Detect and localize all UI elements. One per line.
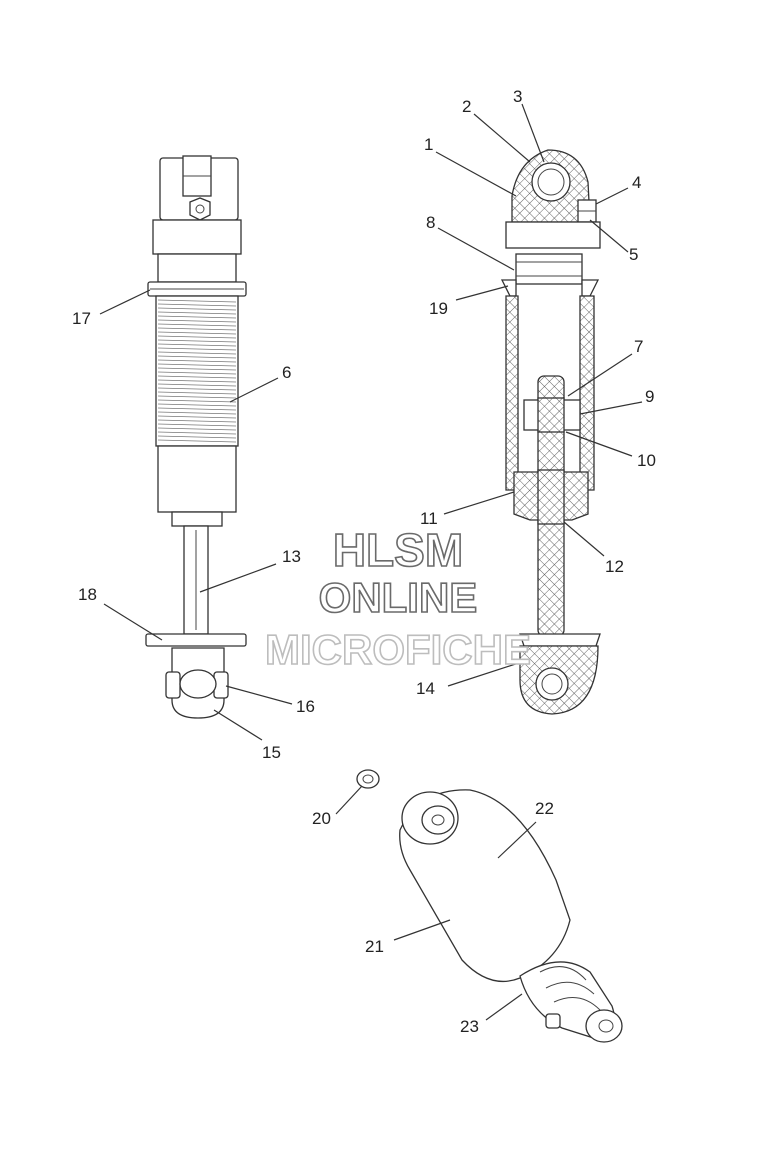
thread-line: [157, 371, 237, 375]
thread-line: [157, 439, 237, 443]
callout-15: 15: [262, 743, 281, 762]
callout-11: 11: [420, 509, 438, 528]
thread-line: [157, 403, 237, 407]
watermark-line-1: HLSM: [333, 524, 463, 576]
thread-line: [157, 395, 237, 399]
thread-line: [157, 435, 237, 439]
thread-line: [157, 375, 237, 379]
callout-6: 6: [282, 363, 291, 382]
thread-line: [157, 399, 237, 403]
thread-line: [157, 351, 237, 355]
thread-line: [157, 391, 237, 395]
thread-line: [157, 363, 237, 367]
thread-line: [157, 423, 237, 427]
callout-14: 14: [416, 679, 435, 698]
watermark: HLSM ONLINE MICROFICHE: [264, 523, 532, 674]
thread-line: [157, 327, 237, 331]
callout-19: 19: [429, 299, 448, 318]
callout-8: 8: [426, 213, 435, 232]
callout-3: 3: [513, 87, 522, 106]
thread-line: [157, 339, 237, 343]
thread-line: [157, 347, 237, 351]
callout-9: 9: [645, 387, 654, 406]
callout-13: 13: [282, 547, 301, 566]
thread-line: [157, 427, 237, 431]
callout-21: 21: [365, 937, 384, 956]
callout-22: 22: [535, 799, 554, 818]
thread-line: [157, 431, 237, 435]
callout-labels: 1 2 3 4 5 6 7 8 9 10 11 12 13 14 15 16 1…: [72, 87, 656, 1036]
thread-line: [157, 383, 237, 387]
callout-18: 18: [78, 585, 97, 604]
callout-4: 4: [632, 173, 641, 192]
callout-20: 20: [312, 809, 331, 828]
thread-line: [157, 335, 237, 339]
thread-line: [157, 359, 237, 363]
thread-line: [157, 323, 237, 327]
thread-line: [157, 367, 237, 371]
thread-line: [157, 407, 237, 411]
thread-line: [157, 419, 237, 423]
thread-line: [157, 311, 237, 315]
thread-line: [157, 411, 237, 415]
thread-line: [157, 379, 237, 383]
callout-10: 10: [637, 451, 656, 470]
thread-line: [157, 331, 237, 335]
thread-line: [157, 319, 237, 323]
leader-lines: [99, 103, 643, 1021]
watermark-line-2: ONLINE: [319, 574, 478, 621]
thread-line: [157, 387, 237, 391]
callout-17: 17: [72, 309, 91, 328]
watermark-line-3: MICROFICHE: [265, 626, 531, 673]
callout-7: 7: [634, 337, 643, 356]
right-shock-cutaway: [500, 149, 601, 715]
bottom-shock-assembly: [356, 769, 623, 1043]
thread-line: [157, 315, 237, 319]
callout-16: 16: [296, 697, 315, 716]
callout-5: 5: [629, 245, 638, 264]
thread-line: [157, 355, 237, 359]
thread-line: [157, 343, 237, 347]
thread-line: [157, 415, 237, 419]
thread-line: [157, 299, 237, 303]
left-shock-assembly: [145, 155, 247, 719]
callout-12: 12: [605, 557, 624, 576]
callout-2: 2: [462, 97, 471, 116]
thread-line: [157, 307, 237, 311]
callout-23: 23: [460, 1017, 479, 1036]
thread-line: [157, 303, 237, 307]
callout-1: 1: [424, 135, 433, 154]
thread-lines: [157, 299, 237, 443]
